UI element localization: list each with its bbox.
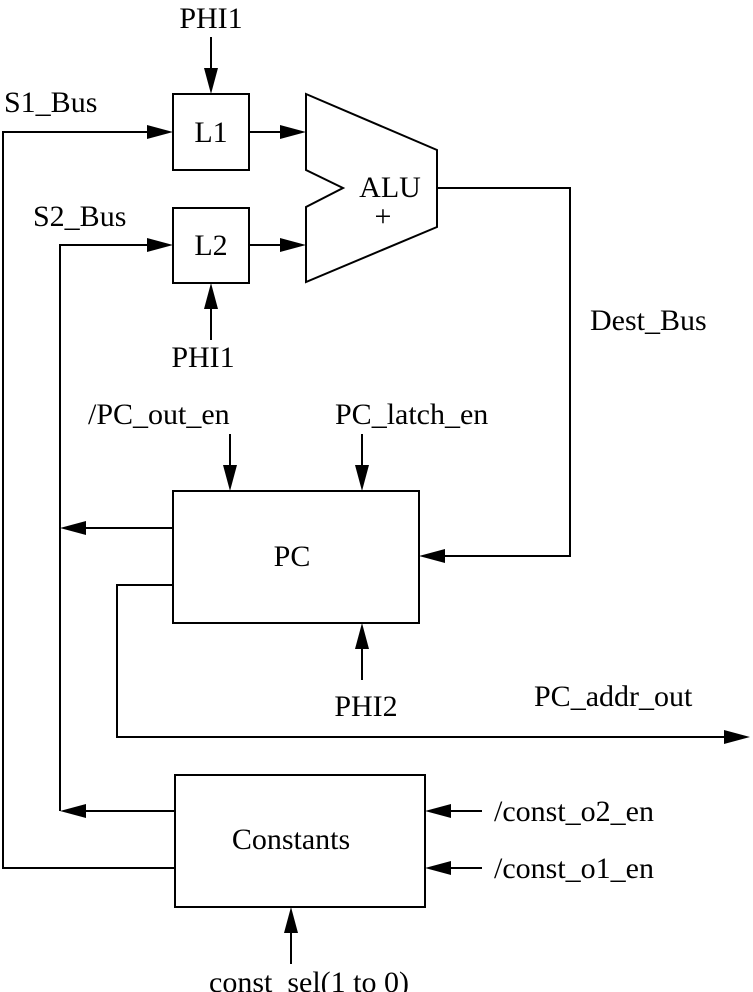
pc-label: PC — [274, 540, 311, 573]
phi2-arrowhead — [355, 623, 369, 649]
s2-bus-wire — [59, 244, 163, 811]
phi2-label: PHI2 — [334, 690, 397, 723]
phi1-bottom-label: PHI1 — [171, 341, 234, 374]
l1-to-alu-arrowhead — [280, 125, 306, 139]
alu-op-label: + — [375, 200, 392, 233]
l1-box — [172, 93, 250, 171]
pc-latch-en-arrowhead — [355, 465, 369, 491]
pc-to-s2-arrowhead — [60, 521, 86, 535]
dest-bus-wire — [429, 187, 571, 557]
const-o1-en-label: /const_o1_en — [494, 852, 654, 885]
l1-latch: L1 — [172, 93, 250, 171]
alu-label: ALU — [359, 171, 421, 204]
l2-label: L2 — [194, 229, 227, 262]
const-o2-en-arrowhead — [425, 804, 451, 818]
phi1-top-label: PHI1 — [179, 2, 242, 35]
pc-out-en-label: /PC_out_en — [88, 398, 230, 431]
pc-register: PC — [172, 490, 420, 624]
constants-label: Constants — [232, 823, 350, 856]
pc-addr-out-arrowhead — [724, 730, 750, 744]
pc-addr-out-wire — [116, 584, 740, 738]
s2-bus-arrowhead — [147, 238, 173, 252]
pc-addr-out-label: PC_addr_out — [534, 680, 693, 713]
pc-latch-en-label: PC_latch_en — [335, 398, 488, 431]
constants-block: Constants — [174, 774, 426, 908]
alu-shape — [305, 92, 438, 284]
const-o2-en-label: /const_o2_en — [494, 795, 654, 828]
pc-out-en-arrowhead — [223, 465, 237, 491]
s1-bus-wire — [2, 131, 175, 869]
dest-bus-arrowhead — [419, 549, 445, 563]
s1-bus-arrowhead — [147, 125, 173, 139]
alu: ALU + — [305, 92, 438, 284]
l1-label: L1 — [194, 116, 227, 149]
const-o1-en-arrowhead — [425, 861, 451, 875]
s2-bus-label: S2_Bus — [33, 200, 126, 233]
dest-bus-label: Dest_Bus — [590, 304, 707, 337]
constants-box — [174, 774, 426, 908]
l2-box — [172, 207, 250, 284]
l2-to-alu-arrowhead — [280, 238, 306, 252]
const-to-s2-arrowhead — [60, 804, 86, 818]
const-sel-arrowhead — [284, 907, 298, 933]
phi1-bottom-arrowhead — [204, 283, 218, 309]
s1-bus-label: S1_Bus — [4, 86, 97, 119]
phi1-top-arrowhead — [204, 68, 218, 94]
pc-box — [172, 490, 420, 624]
const-sel-label: const_sel(1 to 0) — [209, 966, 409, 992]
l2-latch: L2 — [172, 207, 250, 284]
